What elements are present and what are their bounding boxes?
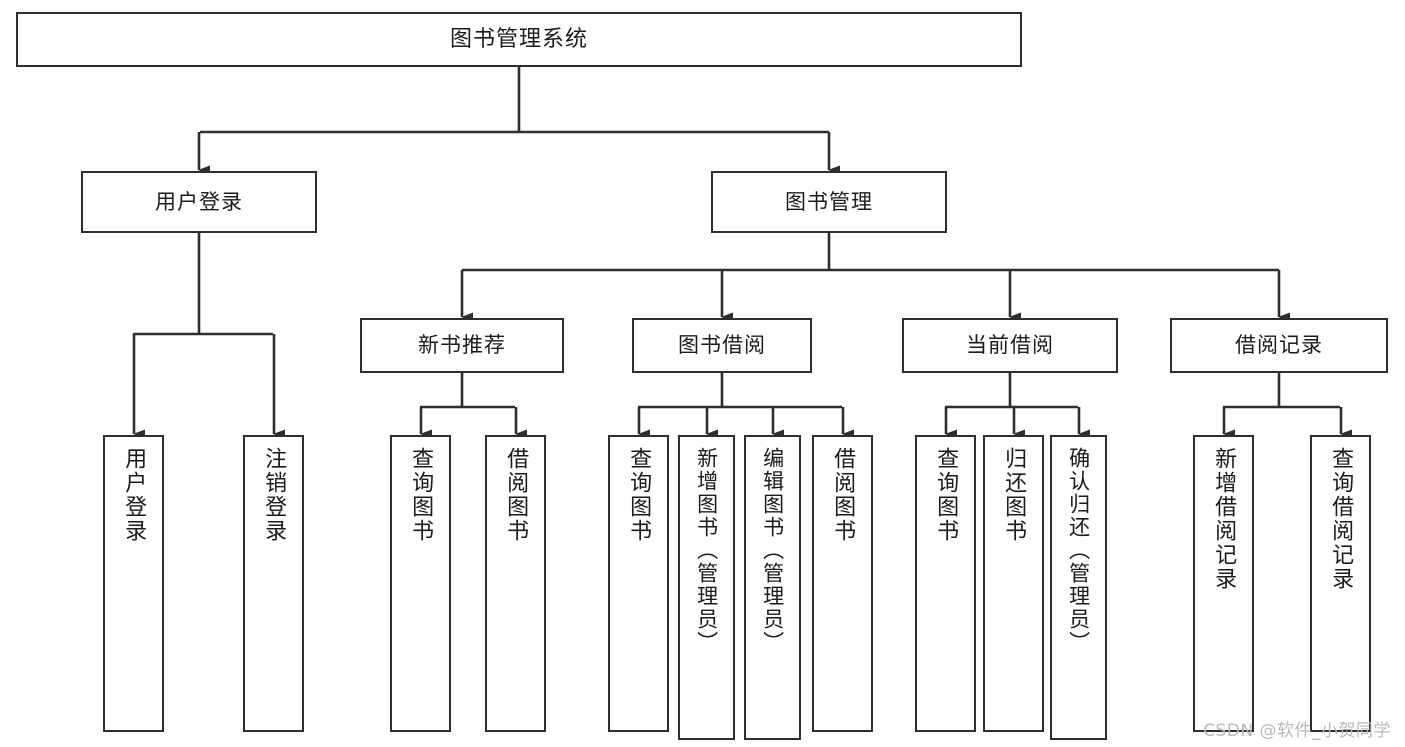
node-book-borrow[interactable]: 图书借阅	[632, 318, 812, 373]
node-label: 编辑图书（管理员）	[760, 447, 785, 654]
node-book-manage[interactable]: 图书管理	[711, 171, 947, 233]
watermark-text: CSDN @软件_小贺同学	[1203, 721, 1391, 741]
node-label: 查询借阅记录	[1328, 447, 1354, 591]
node-leaf-query-book-3[interactable]: 查询图书	[915, 435, 976, 732]
node-current-borrow[interactable]: 当前借阅	[902, 318, 1118, 373]
node-label: 注销登录	[261, 447, 287, 543]
node-label: 借阅记录	[1235, 333, 1323, 358]
node-label: 新书推荐	[418, 333, 506, 358]
node-label: 查询图书	[408, 447, 434, 543]
node-leaf-confirm-return-admin[interactable]: 确认归还（管理员）	[1050, 435, 1107, 740]
node-leaf-return-book[interactable]: 归还图书	[983, 435, 1044, 732]
node-label: 借阅图书	[830, 447, 856, 543]
node-label: 查询图书	[626, 447, 652, 543]
node-label: 新增借阅记录	[1211, 447, 1237, 591]
node-leaf-user-login[interactable]: 用户登录	[103, 435, 164, 732]
node-leaf-query-book-1[interactable]: 查询图书	[390, 435, 451, 732]
node-borrow-record[interactable]: 借阅记录	[1170, 318, 1388, 373]
node-leaf-edit-book-admin[interactable]: 编辑图书（管理员）	[744, 435, 801, 740]
node-leaf-borrow-book-1[interactable]: 借阅图书	[485, 435, 546, 732]
node-new-book-rec[interactable]: 新书推荐	[360, 318, 564, 373]
node-leaf-query-book-2[interactable]: 查询图书	[608, 435, 669, 732]
node-label: 确认归还（管理员）	[1066, 447, 1091, 654]
node-label: 用户登录	[155, 189, 243, 214]
node-label: 图书管理	[785, 189, 873, 214]
node-user-login[interactable]: 用户登录	[81, 171, 317, 233]
node-label: 图书借阅	[678, 333, 766, 358]
node-label: 用户登录	[121, 447, 147, 543]
node-label: 归还图书	[1001, 447, 1027, 543]
node-leaf-logout[interactable]: 注销登录	[243, 435, 304, 732]
node-label: 新增图书（管理员）	[694, 447, 719, 654]
node-label: 当前借阅	[966, 333, 1054, 358]
node-leaf-add-borrow-record[interactable]: 新增借阅记录	[1193, 435, 1254, 732]
node-leaf-query-borrow-record[interactable]: 查询借阅记录	[1310, 435, 1371, 732]
node-label: 图书管理系统	[449, 26, 588, 52]
node-label: 借阅图书	[503, 447, 529, 543]
edge-group	[132, 67, 1352, 439]
node-leaf-borrow-book-2[interactable]: 借阅图书	[812, 435, 873, 732]
node-root[interactable]: 图书管理系统	[16, 12, 1022, 67]
node-leaf-add-book-admin[interactable]: 新增图书（管理员）	[678, 435, 735, 740]
node-label: 查询图书	[933, 447, 959, 543]
